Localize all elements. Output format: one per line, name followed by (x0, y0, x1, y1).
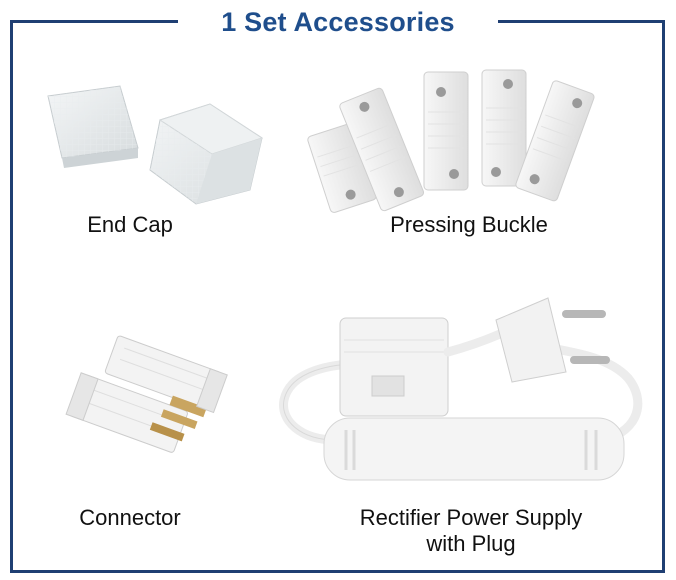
end-cap-label: End Cap (87, 212, 173, 237)
title-banner: 1 Set Accessories (178, 0, 498, 44)
rectifier-image (279, 297, 643, 481)
pressing-buckle-image (307, 69, 595, 213)
end-cap-right (149, 103, 264, 205)
connector-image (65, 335, 228, 453)
connector-label: Connector (79, 505, 181, 530)
pressing-buckle-label: Pressing Buckle (390, 212, 548, 237)
rectifier-label: Rectifier Power Supply with Plug (340, 505, 602, 557)
buckle-5 (515, 80, 595, 202)
end-cap-left (47, 85, 139, 168)
rectifier-label-line1: Rectifier Power Supply (359, 505, 583, 530)
buckle-2 (339, 87, 425, 212)
rectifier-label-line2: with Plug (426, 531, 516, 556)
buckle-4 (481, 69, 527, 187)
buckle-3 (423, 71, 469, 191)
page-title: 1 Set Accessories (221, 6, 455, 37)
end-cap-image (47, 85, 264, 205)
